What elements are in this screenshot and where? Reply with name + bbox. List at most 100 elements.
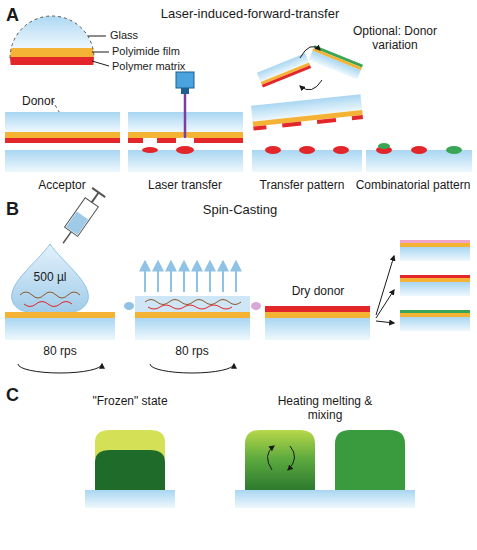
illustration-part (335, 430, 405, 490)
illustration-part (265, 146, 281, 154)
illustration-part (400, 243, 470, 247)
illustration-part (253, 110, 363, 126)
illustration-part (309, 45, 363, 79)
part-name: Polymer matrix (112, 60, 185, 73)
state-label: "Frozen" state (90, 394, 170, 408)
illustration-part (128, 138, 243, 143)
illustration-part (8, 48, 98, 57)
illustration-part (235, 490, 415, 508)
part-name: Glass (110, 29, 138, 42)
illustration-part (376, 256, 394, 315)
illustration-part (376, 321, 394, 323)
illustration-part (288, 446, 295, 470)
illustration-part (253, 115, 363, 130)
illustration-part (92, 52, 109, 53)
illustration-part (184, 94, 187, 138)
panel-letter: C (6, 384, 19, 406)
illustration-part (18, 364, 102, 373)
state-label: Heating melting & mixing (270, 394, 380, 422)
stage-label: Acceptor (38, 178, 85, 192)
illustration-part (251, 302, 261, 310)
illustration-part (400, 282, 470, 296)
illustration-part (135, 312, 250, 318)
illustration-part (257, 53, 311, 87)
illustration-part (265, 312, 370, 318)
illustration-part (333, 146, 349, 154)
illustration-part (92, 61, 109, 66)
illustration-part (176, 72, 194, 88)
illustration-part (135, 318, 250, 340)
illustration-part (20, 292, 80, 298)
illustration-part (183, 262, 185, 292)
illustration-part (66, 211, 88, 235)
illustration-part (124, 302, 134, 310)
illustration-part (400, 317, 470, 331)
illustration-part (446, 146, 462, 154)
note: Optional: Donor variation (345, 24, 445, 52)
illustration-part (92, 193, 99, 203)
panel-letter: A (6, 4, 19, 26)
illustration-part (5, 150, 120, 172)
volume-label: 500 µl (34, 270, 67, 284)
illustration-part (378, 143, 390, 149)
illustration-part (400, 310, 470, 313)
illustration-part (24, 302, 72, 307)
illustration-part (300, 46, 320, 58)
illustration-part (299, 146, 315, 154)
illustration-part (57, 188, 106, 248)
panel-letter: B (6, 198, 19, 220)
illustration-part (400, 247, 470, 261)
illustration-part (88, 36, 106, 37)
illustration-part (209, 262, 211, 292)
illustration-part (5, 318, 115, 340)
illustration-part (265, 306, 370, 312)
illustration-part (222, 262, 224, 292)
illustration-part (309, 51, 361, 80)
illustration-part (265, 318, 370, 340)
illustration-part (5, 312, 115, 318)
illustration-part (170, 262, 172, 292)
stage-label: Combinatorial pattern (356, 178, 471, 192)
speed-label: 80 rps (43, 344, 76, 358)
illustration-part (144, 262, 146, 292)
illustration-part (135, 296, 250, 312)
illustration-part (400, 313, 470, 317)
stage-label: Laser transfer (148, 178, 222, 192)
illustration-part (181, 88, 189, 94)
illustration-part (92, 188, 105, 197)
illustration-part (10, 16, 94, 58)
stage-label: Transfer pattern (260, 178, 345, 192)
panel-heading: Spin-Casting (203, 202, 277, 218)
illustration-part (12, 244, 89, 314)
panel-heading: Laser-induced-forward-transfer (161, 6, 339, 22)
illustration-part (267, 446, 274, 470)
part-name: Donor (22, 94, 55, 108)
illustration-part (235, 262, 237, 292)
illustration-part (5, 112, 120, 132)
illustration-part (65, 198, 99, 237)
illustration-part (8, 57, 98, 65)
speed-label: 80 rps (175, 344, 208, 358)
illustration-part (196, 262, 198, 292)
illustration-part (376, 290, 394, 318)
illustration-part (8, 14, 98, 65)
illustration-part (5, 132, 120, 138)
illustration-part (176, 146, 194, 154)
stage-label: Dry donor (292, 284, 345, 298)
part-name: Polyimide film (112, 45, 180, 58)
illustration-part (400, 240, 470, 243)
illustration-part (300, 80, 322, 90)
illustration-part (261, 62, 310, 84)
illustration-part (262, 65, 311, 87)
illustration-part (400, 275, 470, 278)
illustration-part (145, 262, 236, 292)
illustration-part (251, 94, 363, 130)
illustration-part (145, 300, 241, 305)
illustration-part (245, 430, 315, 490)
illustration-part (157, 262, 159, 292)
illustration-part (150, 364, 234, 373)
illustration-part (148, 305, 232, 309)
illustration-part (95, 450, 165, 490)
illustration-part (63, 232, 71, 243)
